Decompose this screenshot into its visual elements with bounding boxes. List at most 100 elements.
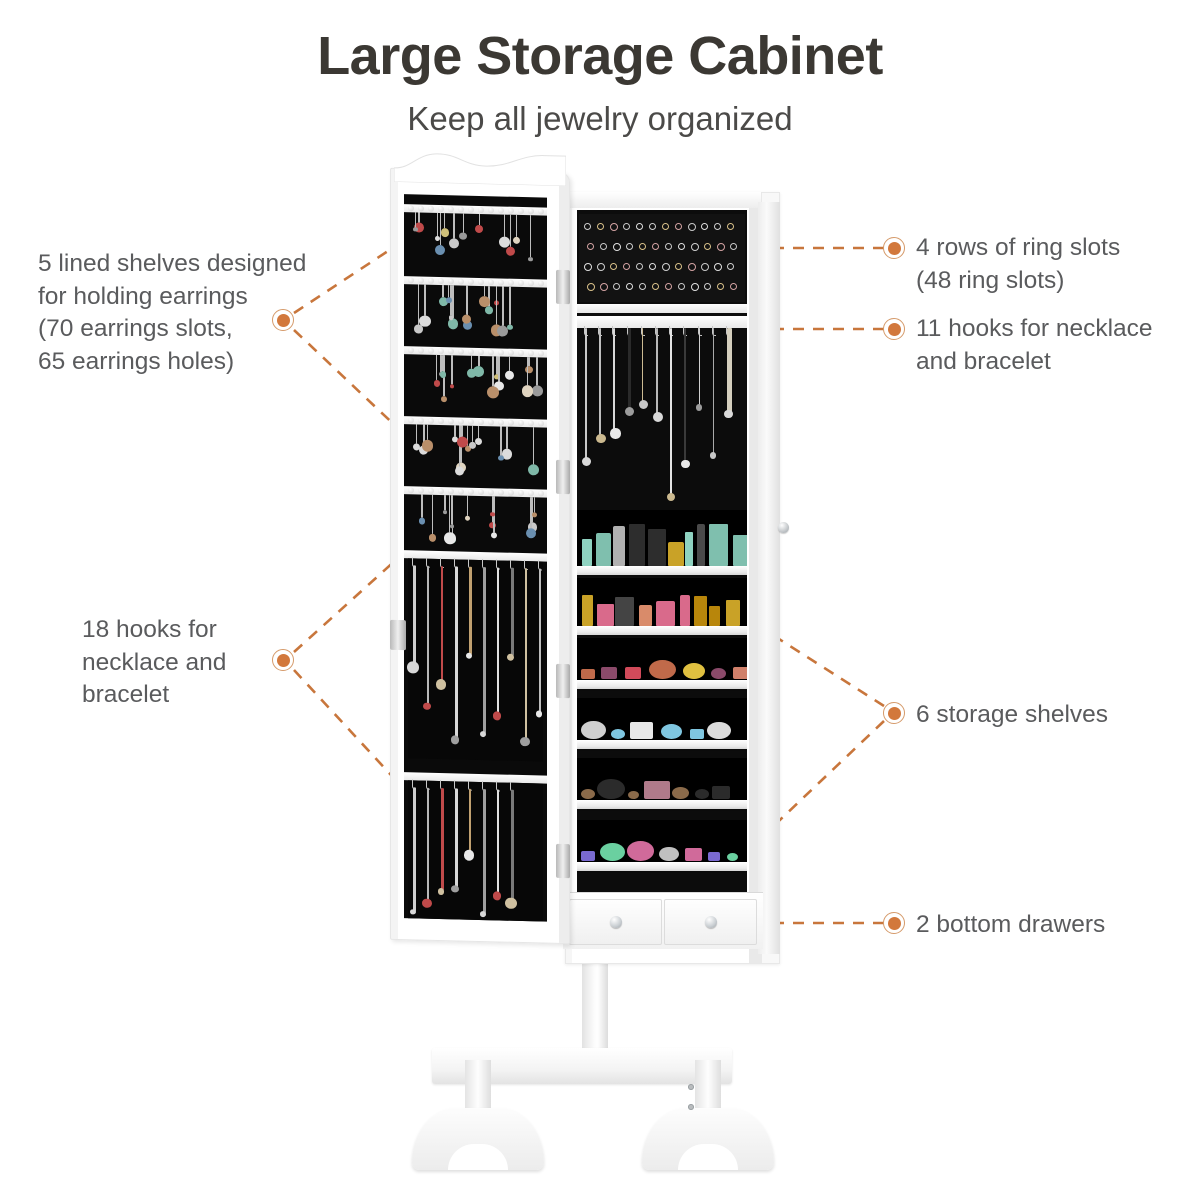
hanging-chain <box>469 566 472 655</box>
ring-slot <box>584 223 591 230</box>
hanging-chain <box>413 565 416 664</box>
callout-marker-door-hooks[interactable] <box>272 649 294 671</box>
drawer-knob-right[interactable] <box>704 916 717 928</box>
cosmetic-bottle <box>732 535 747 566</box>
cosmetic-bottle <box>696 523 705 566</box>
earring-wire <box>478 355 480 367</box>
ring-slot <box>652 243 659 250</box>
earring-wire <box>417 284 420 325</box>
earring-wire <box>454 425 456 436</box>
drawer-left[interactable] <box>569 899 662 945</box>
callout-marker-bottom-drawers[interactable] <box>883 912 905 934</box>
ring-slot <box>639 243 646 250</box>
earring-bead <box>454 466 464 476</box>
earring-bead <box>418 517 426 525</box>
earring-slot <box>408 487 414 494</box>
earring-bead <box>421 439 434 452</box>
callout-marker-earring-shelves[interactable] <box>272 309 294 331</box>
ring-slot <box>688 223 696 231</box>
earring-bead <box>443 532 456 545</box>
drawer-group <box>563 892 763 949</box>
earring-bead <box>527 463 540 476</box>
ring-slot <box>675 223 682 230</box>
callout-marker-ring-slots[interactable] <box>883 237 905 259</box>
earring-bead <box>435 244 446 255</box>
earring-slot <box>418 277 424 284</box>
makeup-palette <box>597 779 625 799</box>
cosmetic-bottle <box>685 531 693 566</box>
ring-slot <box>613 283 620 290</box>
earring-slot <box>408 277 414 284</box>
earring-slot <box>498 207 504 214</box>
cabinet-side-knob[interactable] <box>778 522 789 533</box>
earring-slot <box>428 487 434 494</box>
ring-slot <box>649 263 656 270</box>
chain-pendant <box>480 911 486 917</box>
ring-slot <box>701 223 708 230</box>
earring-slot <box>458 418 464 425</box>
earring-slot <box>508 419 514 426</box>
storage-shelf <box>577 862 747 871</box>
ring-slot-row <box>584 263 740 271</box>
drawer-right[interactable] <box>664 899 757 945</box>
earring-wire <box>503 214 506 237</box>
hanging-chain <box>483 789 486 914</box>
ring-slot <box>704 283 711 290</box>
drawer-knob-left[interactable] <box>609 916 622 928</box>
makeup-palette <box>707 722 731 739</box>
callout-bottom-drawers: 2 bottom drawers <box>916 911 1106 938</box>
cosmetic-bottle <box>668 541 684 566</box>
earring-bead <box>521 385 534 398</box>
earring-wire <box>532 427 535 465</box>
earring-bead <box>414 324 423 334</box>
ring-slot <box>610 223 618 231</box>
earring-slot <box>438 487 444 495</box>
cosmetic-bottle <box>725 599 741 626</box>
earring-slot <box>488 489 494 496</box>
earring-slot <box>428 205 434 212</box>
earring-slot <box>498 279 504 286</box>
makeup-palette <box>671 786 689 799</box>
makeup-palette <box>581 850 596 861</box>
earring-wire <box>436 354 438 381</box>
ring-slot <box>610 263 617 270</box>
cosmetic-bottle <box>615 597 634 626</box>
callout-marker-interior-hooks[interactable] <box>883 318 905 340</box>
earring-wire <box>483 286 485 297</box>
ring-slot-row <box>584 283 740 291</box>
earring-shelf-bar <box>404 204 547 216</box>
earring-wire <box>442 285 444 298</box>
ring-slot <box>704 243 711 250</box>
ring-slot <box>717 283 724 290</box>
earring-shelf-bar <box>404 486 547 498</box>
earring-bead <box>459 232 468 240</box>
earring-bead <box>475 224 484 233</box>
makeup-palette <box>708 852 721 861</box>
makeup-palette <box>581 721 606 739</box>
ring-slot <box>727 223 734 230</box>
earring-slot <box>438 417 444 425</box>
ring-slot <box>600 243 607 250</box>
door-hinge-bottom <box>556 663 570 699</box>
necklace-pendant <box>709 452 717 459</box>
makeup-palette <box>599 842 626 861</box>
earring-slot <box>428 277 434 284</box>
earring-bead <box>507 324 513 330</box>
earring-wire <box>421 494 423 518</box>
page-title: Large Storage Cabinet <box>317 26 883 86</box>
chain-pendant <box>535 710 543 718</box>
ring-slot <box>597 223 604 230</box>
earring-bead <box>433 380 440 387</box>
earring-slot <box>488 419 494 426</box>
callout-marker-storage-shelves[interactable] <box>883 702 905 724</box>
earring-slot <box>458 348 464 355</box>
chain-pendant <box>492 891 502 901</box>
earring-slot <box>408 417 414 424</box>
earring-bead <box>474 437 483 446</box>
mirror-door[interactable] <box>390 147 570 945</box>
ring-slot <box>730 243 737 250</box>
earring-bead <box>428 534 437 542</box>
cosmetic-bottle <box>694 596 707 626</box>
earring-wire <box>453 213 455 238</box>
ring-slot <box>636 223 643 230</box>
